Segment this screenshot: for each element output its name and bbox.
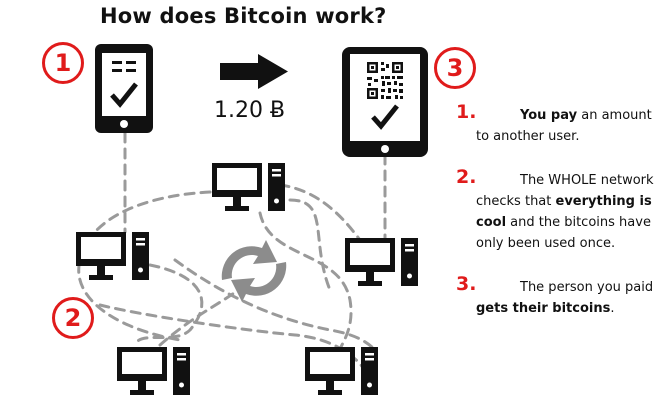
step-number: 1. [456, 101, 477, 123]
computer-icon [212, 163, 285, 211]
step-number: 3. [456, 273, 477, 295]
step-emphasis: everything is cool [476, 194, 652, 230]
step-text: The WHOLE network checks that [476, 173, 654, 209]
computer-icon [117, 347, 190, 395]
step-number: 2. [456, 166, 477, 188]
arrow-right-icon [220, 54, 288, 89]
step-emphasis: gets their bitcoins [476, 301, 611, 316]
step-badge-3: 3 [434, 47, 476, 89]
step-2: 2. The WHOLE network checks that everyth… [450, 166, 665, 254]
sync-arrows-icon [221, 240, 287, 302]
step-text: The person you paid [520, 280, 654, 295]
step-list: 1. You pay an amount to another user. 2.… [450, 101, 665, 319]
step-emphasis: You pay [520, 108, 578, 123]
step-badge-2: 2 [52, 297, 94, 339]
step-3: 3. The person you paid gets their bitcoi… [450, 273, 665, 319]
step-1: 1. You pay an amount to another user. [450, 101, 665, 147]
page-title: How does Bitcoin work? [100, 4, 387, 28]
step-text: an amount to another user. [476, 108, 652, 144]
computer-icon [305, 347, 378, 395]
step-badge-1: 1 [42, 42, 84, 84]
tablet-qr-checkmark-icon [342, 47, 428, 157]
computer-icon [345, 238, 418, 286]
step-text: . [610, 301, 615, 316]
phone-checkmark-icon [95, 44, 153, 133]
step-text: and the bitcoins have only been used onc… [476, 215, 651, 251]
computer-icon [76, 232, 149, 280]
payment-amount: 1.20 Ƀ [214, 98, 286, 123]
